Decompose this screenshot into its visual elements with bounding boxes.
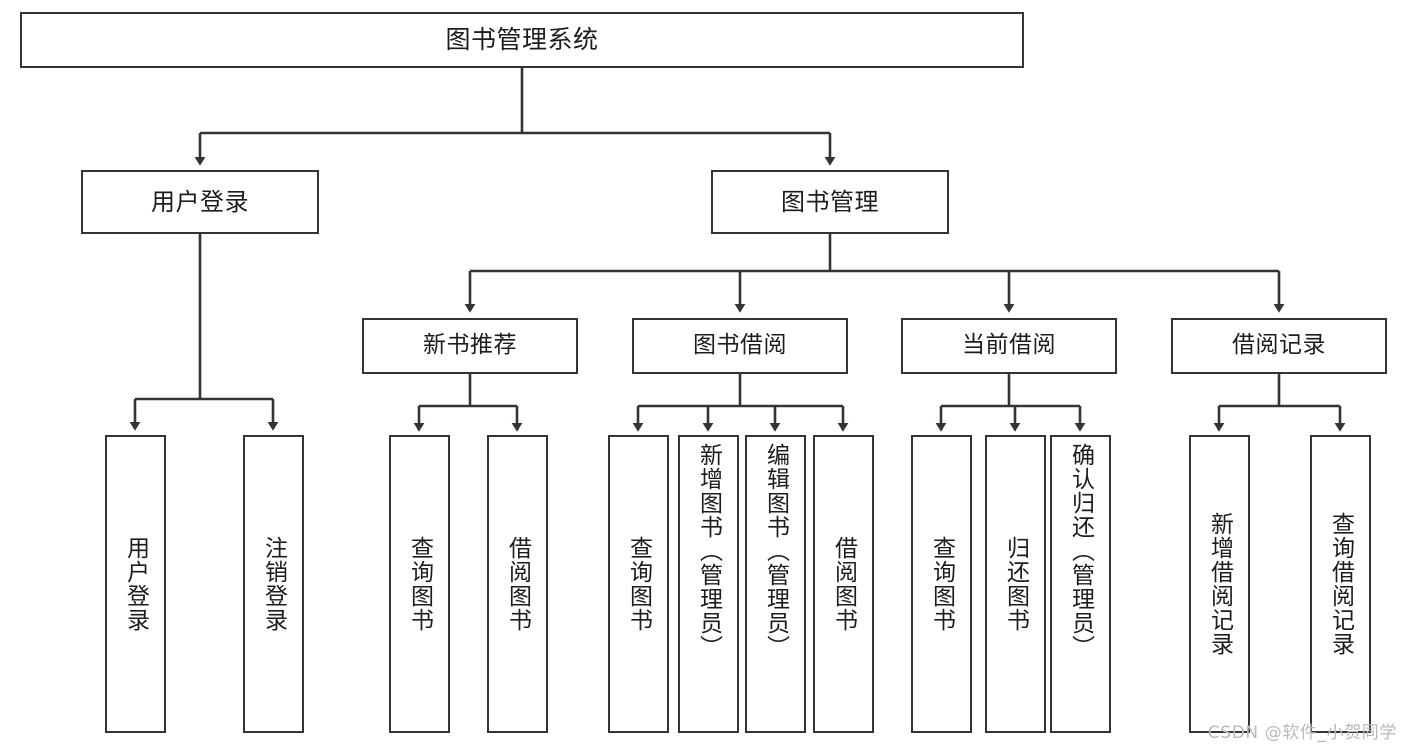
node-leaf-return-book-label: 归还图书 [1002,536,1029,632]
node-leaf-add-book-label: 新增图书（管理员） [695,443,722,659]
node-leaf-query-book-borrow-label: 查询图书 [625,536,652,632]
node-leaf-query-book-recommend[interactable]: 查询图书 [389,435,450,733]
node-current-borrow-label: 当前借阅 [962,332,1056,359]
connector-recommend-to-leaves [413,374,523,432]
node-user-login[interactable]: 用户登录 [81,170,319,234]
node-current-borrow[interactable]: 当前借阅 [901,318,1117,374]
connector-borrow-to-leaves [632,374,849,432]
node-leaf-return-book[interactable]: 归还图书 [985,435,1046,733]
node-leaf-user-login[interactable]: 用户登录 [105,435,166,733]
node-root-label: 图书管理系统 [445,25,599,55]
connector-userlogin-to-leaves [129,234,279,431]
node-leaf-query-book-borrow[interactable]: 查询图书 [608,435,669,733]
node-book-management[interactable]: 图书管理 [711,170,949,234]
node-new-book-recommend[interactable]: 新书推荐 [362,318,578,374]
node-borrow-record-label: 借阅记录 [1232,332,1326,359]
node-book-borrow[interactable]: 图书借阅 [632,318,848,374]
node-leaf-query-book-recommend-label: 查询图书 [406,536,433,632]
connector-record-to-leaves [1213,374,1346,432]
node-leaf-borrow-book-recommend[interactable]: 借阅图书 [487,435,548,733]
node-user-login-label: 用户登录 [151,187,249,216]
connector-root-to-level1 [194,68,836,166]
node-leaf-confirm-return-label: 确认归还（管理员） [1067,443,1094,659]
node-leaf-borrow-book-recommend-label: 借阅图书 [504,536,531,632]
node-leaf-add-borrow-record[interactable]: 新增借阅记录 [1189,435,1250,733]
node-leaf-user-logout-label: 注销登录 [260,536,287,632]
node-leaf-query-borrow-record[interactable]: 查询借阅记录 [1310,435,1371,733]
node-leaf-edit-book-label: 编辑图书（管理员） [762,443,789,659]
node-book-borrow-label: 图书借阅 [693,332,787,359]
node-leaf-borrow-book[interactable]: 借阅图书 [813,435,874,733]
connector-level1-to-level2 [464,234,1285,313]
connector-current-to-leaves [935,374,1086,432]
node-leaf-edit-book[interactable]: 编辑图书（管理员） [745,435,806,733]
node-leaf-query-book-current[interactable]: 查询图书 [911,435,972,733]
node-leaf-add-borrow-record-label: 新增借阅记录 [1206,512,1233,656]
node-root-system[interactable]: 图书管理系统 [20,12,1024,68]
node-leaf-add-book[interactable]: 新增图书（管理员） [678,435,739,733]
node-leaf-user-login-label: 用户登录 [122,536,149,632]
node-leaf-query-borrow-record-label: 查询借阅记录 [1327,512,1354,656]
node-leaf-borrow-book-label: 借阅图书 [830,536,857,632]
node-new-book-recommend-label: 新书推荐 [423,332,517,359]
node-leaf-query-book-current-label: 查询图书 [928,536,955,632]
node-borrow-record[interactable]: 借阅记录 [1171,318,1387,374]
node-leaf-user-logout[interactable]: 注销登录 [243,435,304,733]
node-leaf-confirm-return[interactable]: 确认归还（管理员） [1050,435,1111,733]
node-book-management-label: 图书管理 [781,187,879,216]
